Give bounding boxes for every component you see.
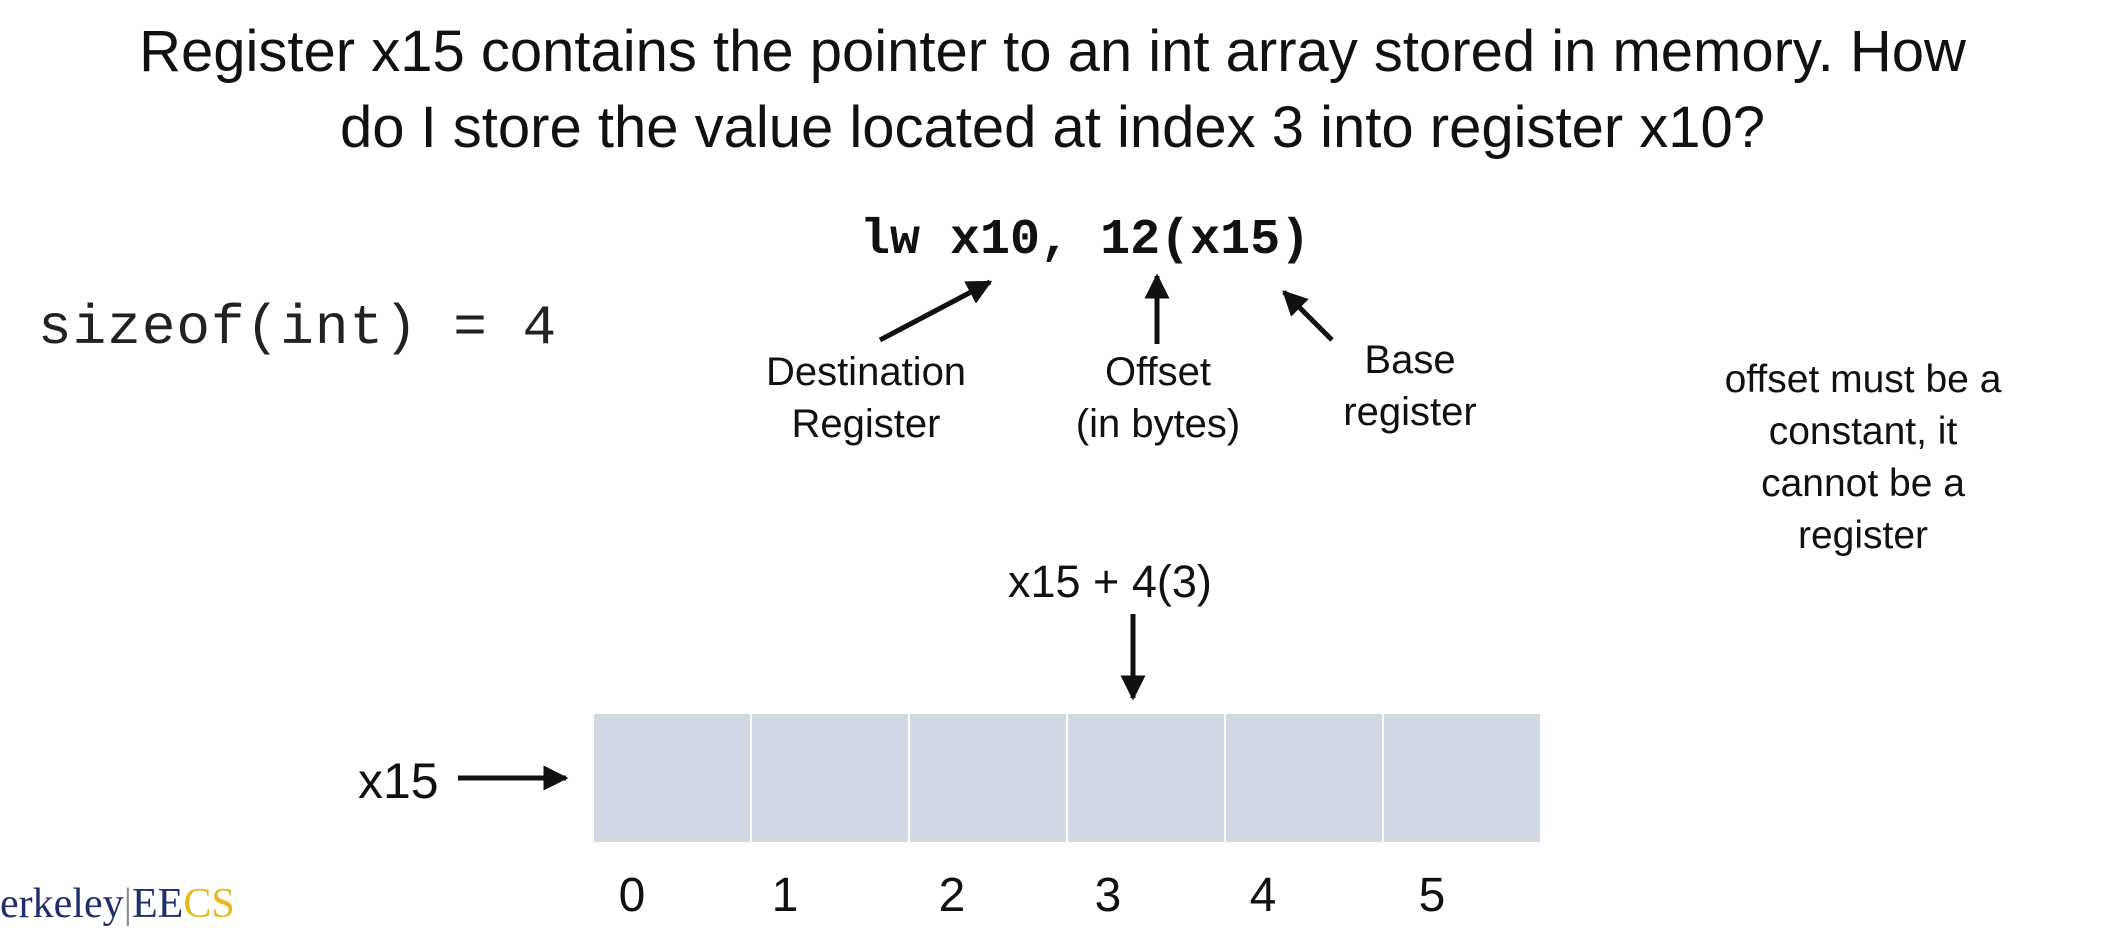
berkeley-eecs-logo: erkeley|EECS [0,881,235,927]
array-cell-2 [910,714,1066,842]
offset-constant-note: offset must be a constant, it cannot be … [1680,354,2046,562]
base-arrow [1282,290,1334,342]
array-cell-4 [1226,714,1382,842]
logo-berkeley-text: erkeley [0,881,124,927]
instruction-op: lw x10, [860,212,1071,269]
destination-arrow [878,279,993,343]
array-index-4: 4 [1249,869,1277,922]
array-index-2: 2 [938,869,966,922]
sizeof-expression: sizeof(int) = 4 [38,296,558,360]
destination-register-label: Destination Register [746,346,986,450]
address-expression: x15 + 4(3) [1008,556,1212,607]
array-cell-1 [752,714,908,842]
instruction-offset: 12 [1100,212,1161,269]
logo-ee-text: EE [132,881,184,927]
array-index-1: 1 [771,869,799,922]
note-line-4: register [1797,514,1929,557]
array-index-0: 0 [618,869,646,922]
array-cell-3 [1068,714,1224,842]
instruction-base: (x15) [1160,212,1311,269]
base-register-label: Base register [1320,334,1500,438]
offset-label: Offset (in bytes) [1050,346,1266,450]
array-index-3: 3 [1094,869,1122,922]
array-cell-0 [594,714,750,842]
logo-cs-text: CS [183,881,235,927]
note-line-3: cannot be a [1761,462,1965,505]
array-cell-5 [1384,714,1540,842]
lw-instruction: lw x10, 12(x15) [860,212,1310,269]
base-label-line-1: Base [1364,338,1456,382]
array-index-5: 5 [1418,869,1446,922]
offset-label-line-2: (in bytes) [1075,402,1241,446]
note-line-2: constant, it [1768,410,1958,453]
title-line-2: do I store the value located at index 3 … [339,95,1766,160]
destination-label-line-1: Destination [765,350,967,394]
question-title: Register x15 contains the pointer to an … [0,14,2105,166]
pointer-label: x15 [358,753,439,809]
offset-label-line-1: Offset [1105,350,1211,394]
title-line-1: Register x15 contains the pointer to an … [139,19,1966,84]
destination-label-line-2: Register [791,402,941,446]
base-label-line-2: register [1343,390,1477,434]
note-line-1: offset must be a [1724,358,2002,401]
